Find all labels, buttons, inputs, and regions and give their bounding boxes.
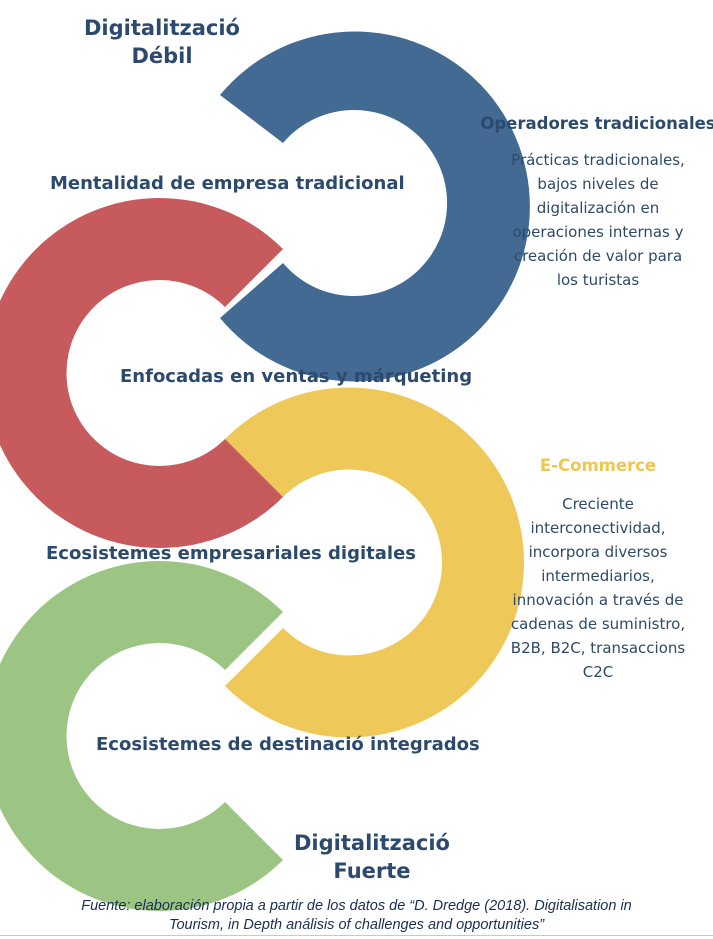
desc-line: C2C bbox=[582, 663, 614, 681]
red-ring bbox=[0, 198, 283, 548]
desc-line: innovación a través de bbox=[512, 591, 684, 609]
source-footnote: Fuente: elaboración propia a partir de l… bbox=[0, 897, 713, 935]
desc-line: incorpora diversos bbox=[528, 543, 668, 561]
desc-line: bajos niveles de bbox=[537, 175, 659, 193]
footnote-line-2: Tourism, in Depth análisis of challenges… bbox=[168, 917, 545, 933]
stage-sales-marketing: Enfocadas en ventas y márqueting bbox=[120, 366, 473, 387]
desc-line: interconectividad, bbox=[530, 519, 666, 537]
title-strong-line-2: Fuerte bbox=[333, 859, 411, 883]
desc-line: intermediarios, bbox=[541, 567, 655, 585]
title-strong-line-1: Digitalització bbox=[294, 831, 450, 855]
blue-ring bbox=[220, 31, 530, 382]
stage-integrated-destination: Ecosistemes de destinació integrados bbox=[96, 734, 480, 755]
side-title-traditional-operators: Operadores tradicionales bbox=[480, 114, 713, 133]
desc-line: operaciones internas y bbox=[512, 223, 684, 241]
desc-line: creación de valor para bbox=[513, 247, 683, 265]
desc-line: Prácticas tradicionales, bbox=[511, 151, 685, 169]
stage-digital-ecosystems: Ecosistemes empresariales digitales bbox=[46, 543, 416, 564]
desc-line: cadenas de suministro, bbox=[510, 615, 686, 633]
bottom-divider bbox=[0, 935, 713, 936]
green-ring bbox=[0, 561, 283, 911]
side-desc-ecommerce: Creciente interconectividad, incorpora d… bbox=[488, 492, 708, 684]
desc-line: los turistas bbox=[556, 271, 640, 289]
side-block-ecommerce: E-Commerce bbox=[488, 456, 708, 475]
desc-line: B2B, B2C, transaccions bbox=[510, 639, 686, 657]
title-weak-digitalization: Digitalització Débil bbox=[62, 14, 262, 70]
desc-line: Creciente bbox=[562, 495, 634, 513]
side-desc-traditional-operators: Prácticas tradicionales, bajos niveles d… bbox=[488, 148, 708, 292]
title-weak-line-2: Débil bbox=[131, 44, 193, 68]
side-block-traditional-operators: Operadores tradicionales bbox=[480, 114, 713, 133]
title-weak-line-1: Digitalització bbox=[84, 16, 240, 40]
yellow-ring bbox=[225, 387, 524, 738]
stage-traditional-mindset: Mentalidad de empresa tradicional bbox=[50, 173, 405, 194]
side-title-ecommerce: E-Commerce bbox=[539, 456, 657, 475]
title-strong-digitalization: Digitalització Fuerte bbox=[272, 829, 472, 885]
desc-line: digitalización en bbox=[536, 199, 660, 217]
footnote-line-1: Fuente: elaboración propia a partir de l… bbox=[81, 898, 632, 914]
